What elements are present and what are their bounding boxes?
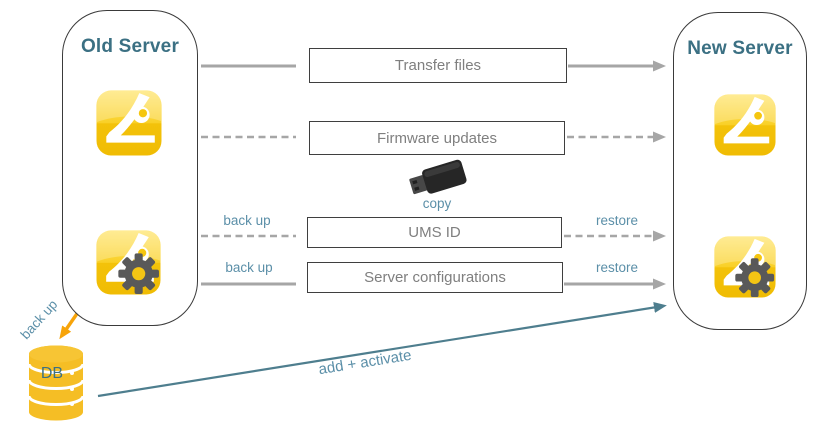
new-server-title: New Server [687, 38, 793, 59]
backup-label-ums: back up [223, 213, 271, 228]
step-label: Transfer files [394, 57, 482, 74]
add-activate-arrow [97, 302, 667, 398]
usb-stick-icon [409, 159, 467, 195]
database-cylinder-icon: DB [27, 345, 85, 421]
usb-copy-label: copy [422, 196, 452, 211]
igel-ums-server-gear-icon [714, 236, 776, 298]
step-label: Firmware updates [376, 129, 498, 147]
igel-ums-console-icon [714, 94, 776, 156]
step-label: Server configurations [364, 269, 506, 286]
igel-ums-server-gear-icon [96, 230, 161, 295]
db-label: DB [41, 365, 63, 382]
gear-icon [118, 253, 159, 294]
restore-label-config: restore [595, 260, 639, 275]
step-box-ums-id: UMS ID [307, 217, 562, 248]
step-box-firmware-updates: Firmware updates [309, 121, 565, 155]
old-server-title: Old Server [80, 36, 180, 57]
restore-label-ums: restore [595, 213, 639, 228]
step-box-server-configurations: Server configurations [307, 262, 563, 293]
new-server-box: New Server [673, 12, 807, 330]
gear-icon [735, 258, 775, 298]
backup-label-config: back up [225, 260, 273, 275]
step-label: UMS ID [408, 224, 461, 241]
igel-ums-console-icon [96, 90, 162, 156]
step-box-transfer-files: Transfer files [309, 48, 567, 83]
